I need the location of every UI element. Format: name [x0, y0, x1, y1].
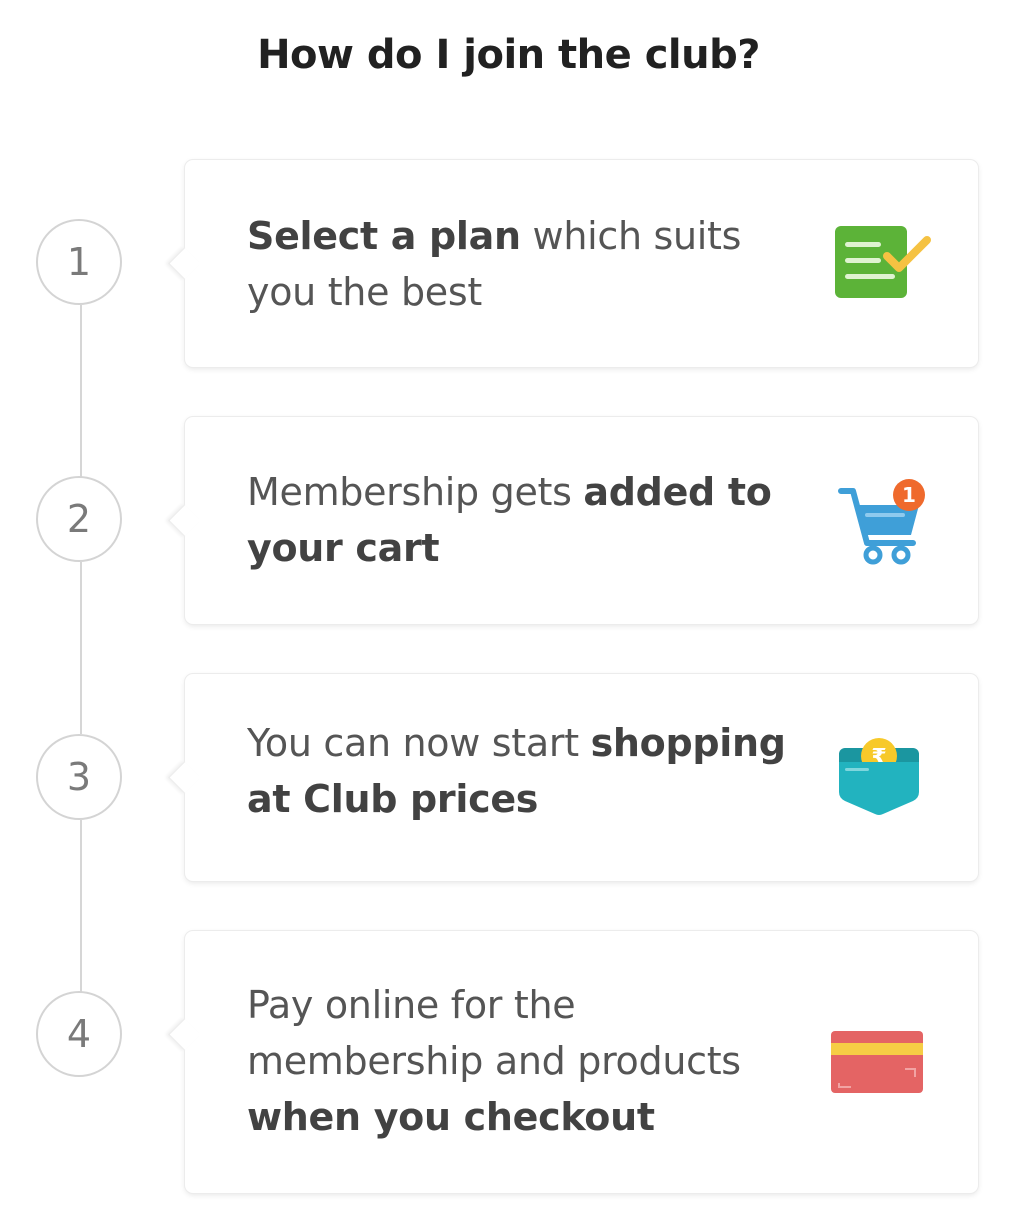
- step-bold-text: added to your cart: [247, 470, 772, 570]
- card-pointer: [168, 1018, 201, 1051]
- step-text: You can now start: [247, 721, 591, 765]
- card-pointer: [168, 761, 201, 794]
- step-number-3: 3: [36, 734, 122, 820]
- step-description: You can now start shopping at Club price…: [247, 715, 807, 827]
- step-card-add-to-cart: Membership gets added to your cart 1: [168, 417, 978, 624]
- timeline-connector: [80, 562, 82, 734]
- step-card-start-shopping: You can now start shopping at Club price…: [168, 674, 978, 881]
- step-bold-text: Select a plan: [247, 214, 521, 258]
- cart-icon: 1: [838, 479, 925, 565]
- step-bold-text: shopping at Club prices: [247, 721, 786, 821]
- cart-badge-count: 1: [902, 483, 916, 507]
- checklist-icon: [835, 226, 931, 298]
- step-text: which suits you the best: [247, 214, 742, 314]
- step-number-2: 2: [36, 476, 122, 562]
- card-pointer: [168, 504, 201, 537]
- step-number-4: 4: [36, 991, 122, 1077]
- step-text: Pay online for the membership and produc…: [247, 983, 741, 1083]
- step-number-label: 3: [66, 755, 92, 799]
- step-bold-text: when you checkout: [247, 1095, 655, 1139]
- step-description: Select a plan which suits you the best: [247, 208, 807, 320]
- step-card-select-plan: Select a plan which suits you the best: [168, 160, 978, 367]
- step-card-pay-online: Pay online for the membership and produc…: [168, 931, 978, 1193]
- step-number-label: 4: [66, 1012, 92, 1056]
- page-title: How do I join the club?: [257, 32, 760, 78]
- step-description: Pay online for the membership and produc…: [247, 977, 807, 1145]
- step-text: Membership gets: [247, 470, 584, 514]
- timeline-connector: [80, 305, 82, 477]
- step-number-1: 1: [36, 219, 122, 305]
- step-description: Membership gets added to your cart: [247, 464, 807, 576]
- card-pointer: [168, 247, 201, 280]
- wallet-rupee-icon: ₹: [839, 738, 919, 815]
- step-number-label: 2: [66, 497, 92, 541]
- credit-card-icon: [831, 1031, 923, 1093]
- timeline-connector: [80, 820, 82, 992]
- step-number-label: 1: [66, 240, 92, 284]
